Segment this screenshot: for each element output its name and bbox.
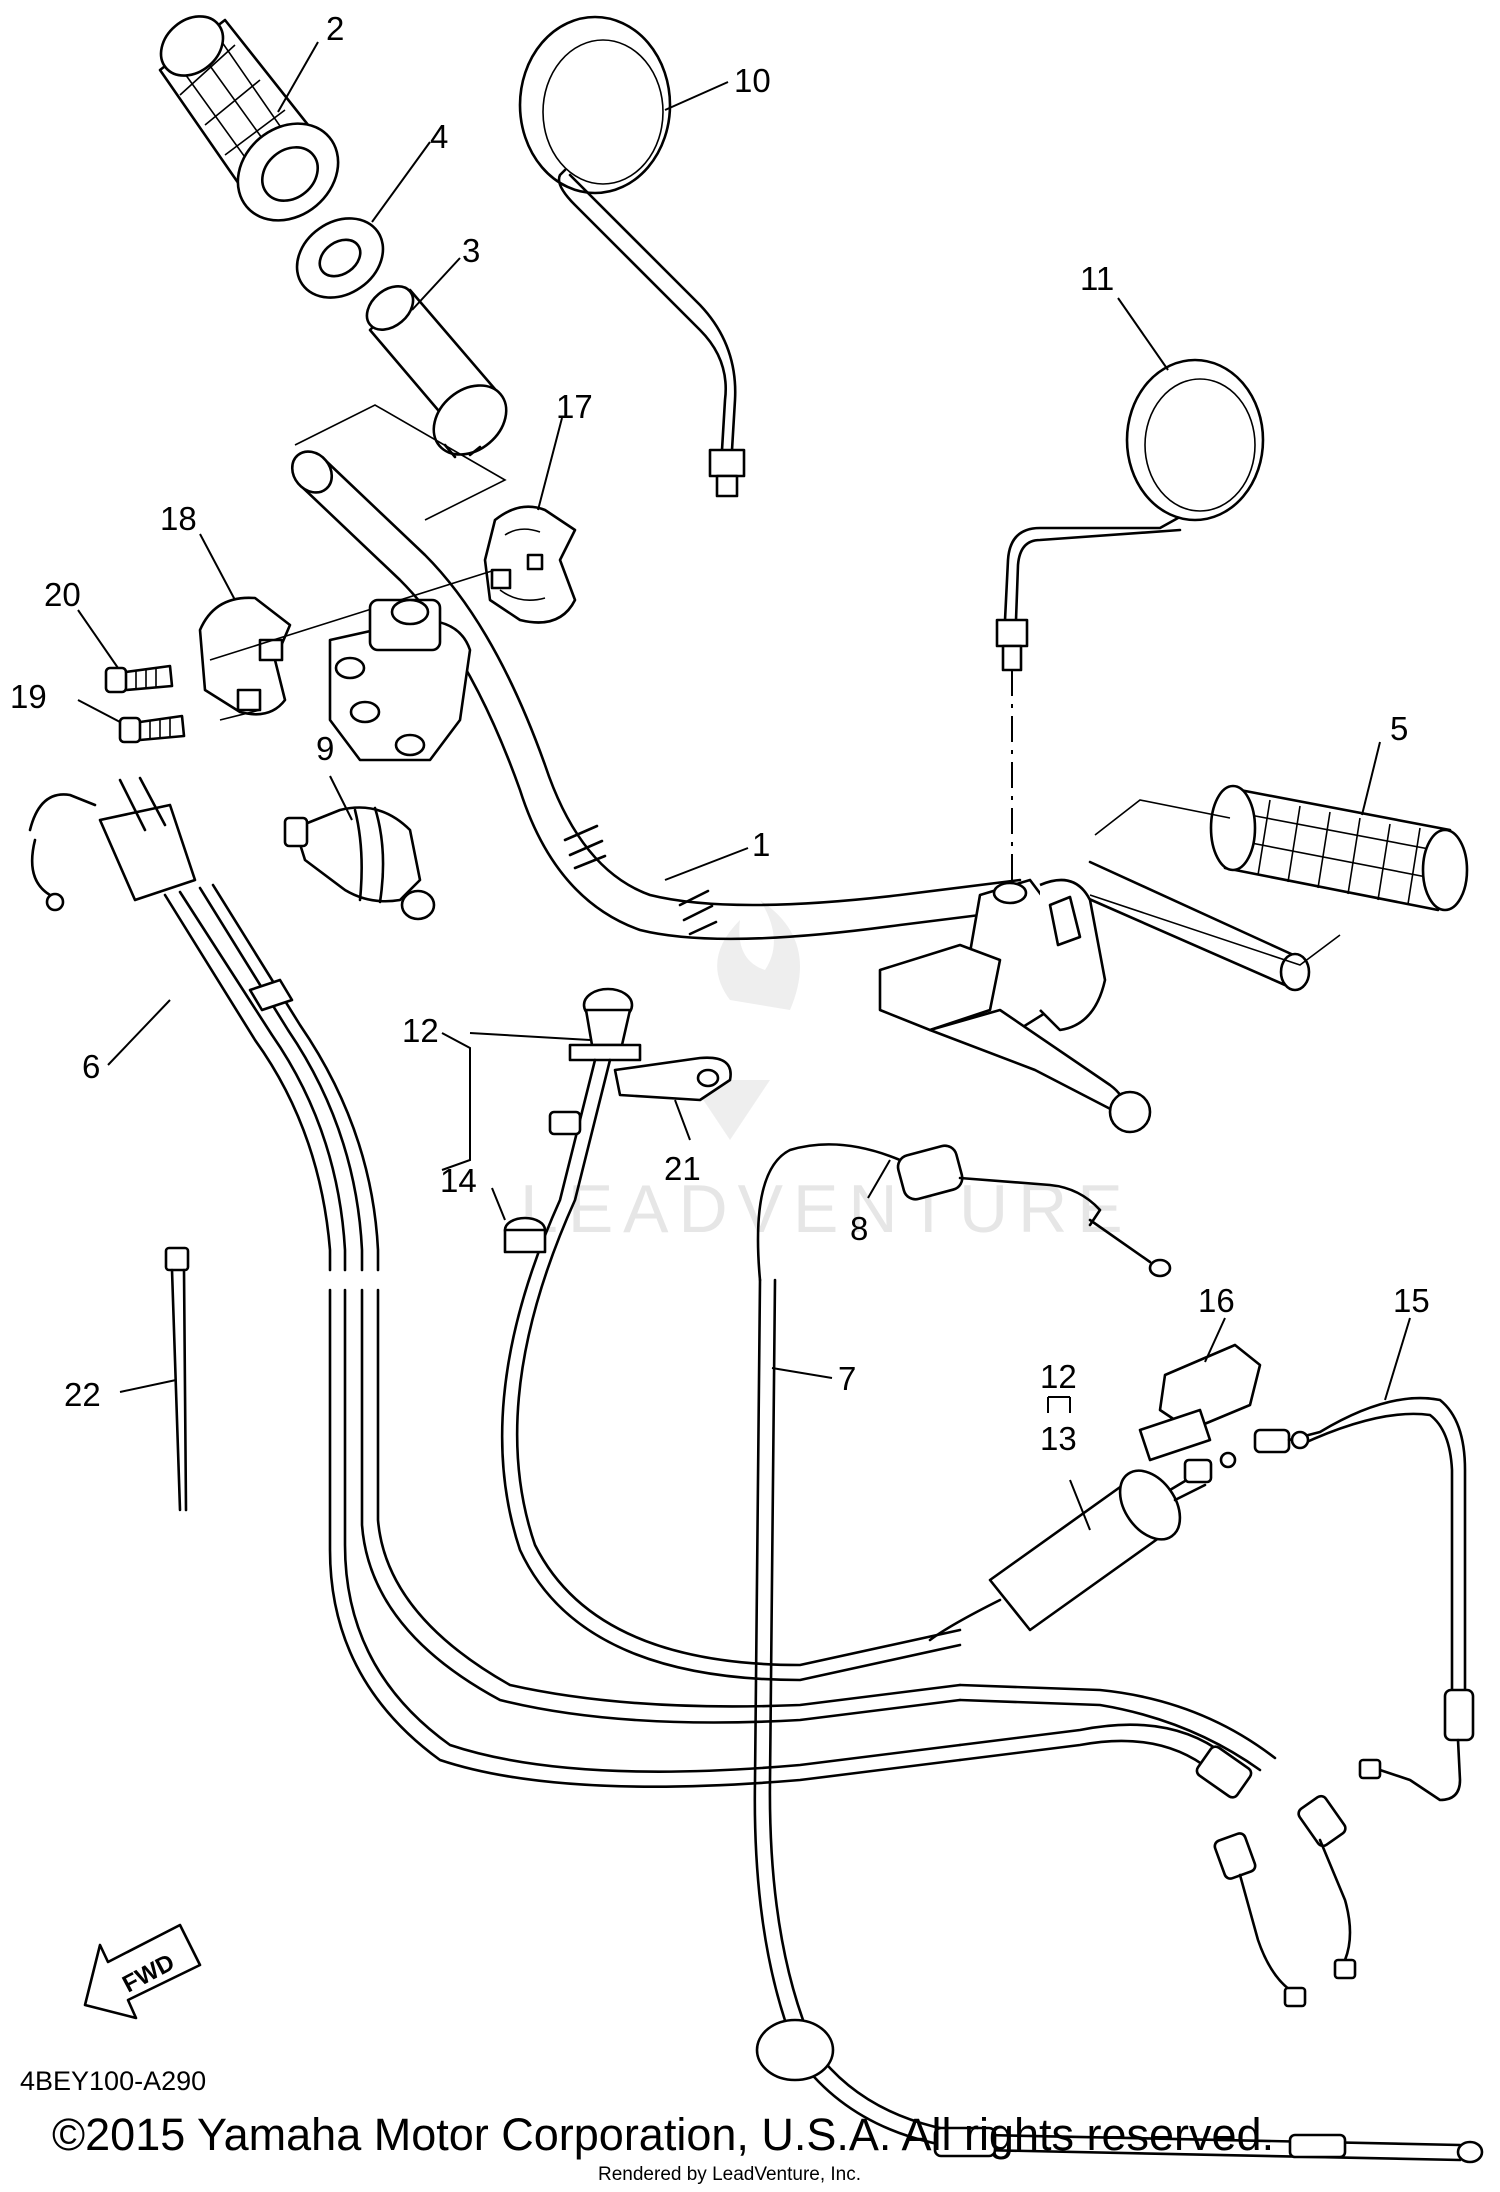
callout-14: 14 [440,1162,477,1199]
callout-16: 16 [1198,1282,1235,1319]
part-holder-16 [1138,1343,1262,1469]
copyright-notice: ©2015 Yamaha Motor Corporation, U.S.A. A… [52,2109,1274,2160]
callout-7: 7 [838,1360,856,1397]
part-throttle-cable-long [753,1278,1484,2164]
callout-labels: 2 4 3 10 11 17 18 20 19 9 5 1 6 12 14 21… [10,10,1430,1457]
part-left-switch-body [328,598,472,762]
part-throttle-cable-upper [756,1143,1172,1282]
part-throttle-tube [365,285,508,459]
alignment-line [209,569,496,721]
part-right-mirror [995,358,1265,672]
callout-22: 22 [64,1376,101,1413]
callout-2: 2 [326,10,344,47]
part-left-grip [158,15,340,222]
part-screw-19 [118,714,186,744]
part-throttle-housing [878,878,1152,1134]
part-cable-housing-13 [928,1458,1213,1642]
callout-10: 10 [734,62,771,99]
callout-12b: 12 [1040,1358,1077,1395]
callout-11: 11 [1080,260,1114,297]
assembly-box-left [294,404,507,521]
part-right-grip [1209,784,1469,912]
watermark-text: LEADVENTURE [520,1171,1133,1247]
callout-8: 8 [850,1210,868,1247]
callout-20: 20 [44,576,81,613]
fwd-arrow: FWD [83,1923,202,2020]
callout-1: 1 [752,826,770,863]
part-cable-clip [613,1056,732,1102]
part-switch-clamp [198,596,292,716]
leader-lines [77,41,1411,1531]
catalog-code: 4BEY100-A290 [20,2066,206,2096]
part-switch-housing-upper [483,505,577,624]
part-left-mirror [518,15,746,498]
part-cable-tie [164,1246,190,1512]
part-screw-20 [104,664,174,694]
part-washer [295,217,385,299]
callout-19: 19 [10,678,47,715]
callout-21: 21 [664,1150,701,1187]
callout-12a: 12 [402,1012,439,1049]
assembly-box-right [1089,799,1341,966]
callout-5: 5 [1390,710,1408,747]
callout-17: 17 [556,388,593,425]
callout-4: 4 [430,118,448,155]
callout-15: 15 [1393,1282,1430,1319]
callout-6: 6 [82,1048,100,1085]
callout-9: 9 [316,730,334,767]
part-choke-cable [500,987,962,1682]
rendered-by: Rendered by LeadVenture, Inc. [598,2164,861,2185]
part-cable-15 [1253,1396,1475,1802]
part-lever-holder [283,806,436,921]
callout-13: 13 [1040,1420,1077,1457]
part-clutch-cable [28,776,1357,2008]
callout-3: 3 [462,232,480,269]
callout-18: 18 [160,500,197,537]
